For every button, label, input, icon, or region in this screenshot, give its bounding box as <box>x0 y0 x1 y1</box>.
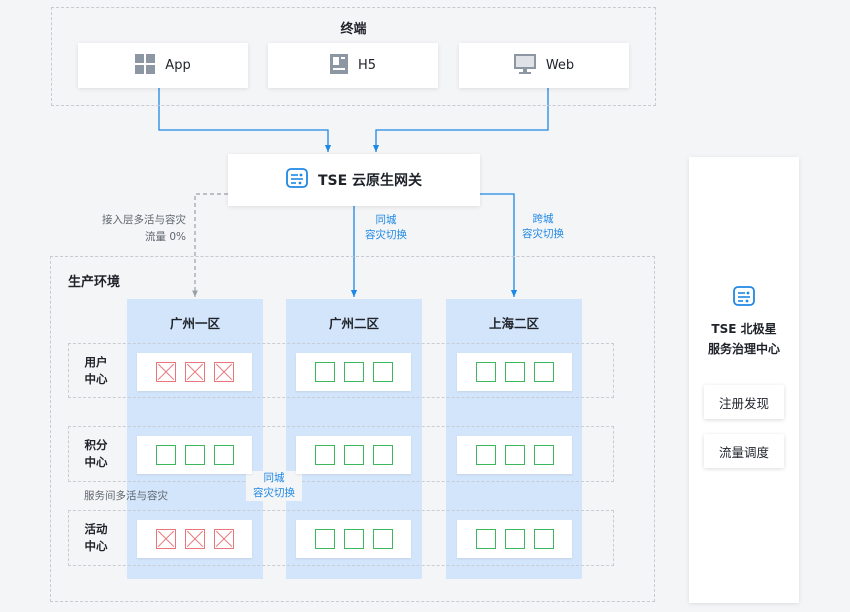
service-layer-note: 服务间多活与容灾 <box>84 490 168 502</box>
same-city-failover-top: 同城 容灾切换 <box>356 213 416 243</box>
document-icon <box>329 53 348 78</box>
same-city-top-line2: 容灾切换 <box>365 229 407 241</box>
cross-city-failover: 跨城 容灾切换 <box>513 212 573 242</box>
access-layer-line2: 流量 0% <box>145 231 186 243</box>
healthy-instance-icon <box>184 445 205 465</box>
client-h5-card: H5 <box>268 43 438 88</box>
access-layer-line1: 接入层多活与容灾 <box>102 214 186 226</box>
healthy-instance-icon <box>475 445 496 465</box>
row-label-line2: 中心 <box>84 539 108 553</box>
failed-instance-icon <box>213 529 234 549</box>
service-card-points-region3 <box>457 436 572 474</box>
production-title: 生产环境 <box>68 275 121 290</box>
region-title: 广州一区 <box>169 316 220 331</box>
monitor-icon <box>513 53 536 78</box>
terminal-title: 终端 <box>340 22 367 37</box>
row-label-line1: 用户 <box>84 355 108 369</box>
polaris-title-line1: TSE 北极星 <box>711 322 777 336</box>
healthy-instance-icon <box>533 445 554 465</box>
gateway-label: TSE 云原生网关 <box>317 173 423 189</box>
region-title: 上海二区 <box>488 316 539 331</box>
row-band-points <box>68 426 614 482</box>
gateway-icon <box>286 168 308 192</box>
row-label-activity: 活动 中心 <box>76 521 116 555</box>
healthy-instance-icon <box>504 529 525 549</box>
same-city-mid-line1: 同城 <box>263 472 285 484</box>
service-card-activity-region2 <box>296 520 411 558</box>
service-card-points-region2 <box>296 436 411 474</box>
healthy-instance-icon <box>343 362 364 382</box>
same-city-mid-line2: 容灾切换 <box>253 487 295 499</box>
polaris-title: TSE 北极星 服务治理中心 <box>689 319 799 359</box>
gateway-to-region1-arrow <box>192 193 228 297</box>
healthy-instance-icon <box>504 362 525 382</box>
healthy-instance-icon <box>343 445 364 465</box>
healthy-instance-icon <box>372 529 393 549</box>
row-band-user <box>68 343 614 398</box>
app-to-gateway-arrow <box>158 88 332 152</box>
service-card-user-region1 <box>137 353 252 391</box>
healthy-instance-icon <box>213 445 234 465</box>
service-card-activity-region1 <box>137 520 252 558</box>
healthy-instance-icon <box>475 362 496 382</box>
polaris-icon <box>733 286 755 310</box>
production-group <box>50 256 655 602</box>
service-card-user-region2 <box>296 353 411 391</box>
client-label: Web <box>545 58 575 73</box>
region-title: 广州二区 <box>328 316 379 331</box>
healthy-instance-icon <box>372 445 393 465</box>
healthy-instance-icon <box>155 445 176 465</box>
row-label-user: 用户 中心 <box>76 354 116 388</box>
healthy-instance-icon <box>343 529 364 549</box>
row-label-line2: 中心 <box>84 372 108 386</box>
gateway-to-region3-arrow <box>480 193 518 297</box>
web-to-gateway-arrow <box>372 88 549 152</box>
healthy-instance-icon <box>533 529 554 549</box>
row-band-activity <box>68 510 614 566</box>
healthy-instance-icon <box>533 362 554 382</box>
traffic-scheduling-button[interactable]: 流量调度 <box>704 434 784 468</box>
terminal-group <box>51 7 656 106</box>
service-card-user-region3 <box>457 353 572 391</box>
access-layer-note: 接入层多活与容灾 流量 0% <box>60 213 186 245</box>
healthy-instance-icon <box>314 445 335 465</box>
healthy-instance-icon <box>314 362 335 382</box>
same-city-top-line1: 同城 <box>375 214 397 226</box>
cross-city-line1: 跨城 <box>532 213 554 225</box>
healthy-instance-icon <box>314 529 335 549</box>
same-city-failover-mid: 同城 容灾切换 <box>246 471 302 501</box>
healthy-instance-icon <box>475 529 496 549</box>
grid-icon <box>135 53 156 78</box>
cross-city-line2: 容灾切换 <box>522 228 564 240</box>
service-card-activity-region3 <box>457 520 572 558</box>
client-label: App <box>165 58 191 73</box>
polaris-panel <box>689 157 799 603</box>
row-label-line2: 中心 <box>84 455 108 469</box>
healthy-instance-icon <box>372 362 393 382</box>
service-card-points-region1 <box>137 436 252 474</box>
client-app-card: App <box>78 43 248 88</box>
row-label-line1: 积分 <box>84 438 108 452</box>
polaris-title-line2: 服务治理中心 <box>707 342 780 356</box>
gateway-card: TSE 云原生网关 <box>228 154 480 206</box>
failed-instance-icon <box>155 362 176 382</box>
row-label-points: 积分 中心 <box>76 437 116 471</box>
healthy-instance-icon <box>504 445 525 465</box>
failed-instance-icon <box>184 529 205 549</box>
failed-instance-icon <box>213 362 234 382</box>
failed-instance-icon <box>184 362 205 382</box>
client-web-card: Web <box>459 43 629 88</box>
failed-instance-icon <box>155 529 176 549</box>
client-label: H5 <box>357 58 377 73</box>
row-label-line1: 活动 <box>84 522 108 536</box>
service-discovery-button[interactable]: 注册发现 <box>704 385 784 419</box>
